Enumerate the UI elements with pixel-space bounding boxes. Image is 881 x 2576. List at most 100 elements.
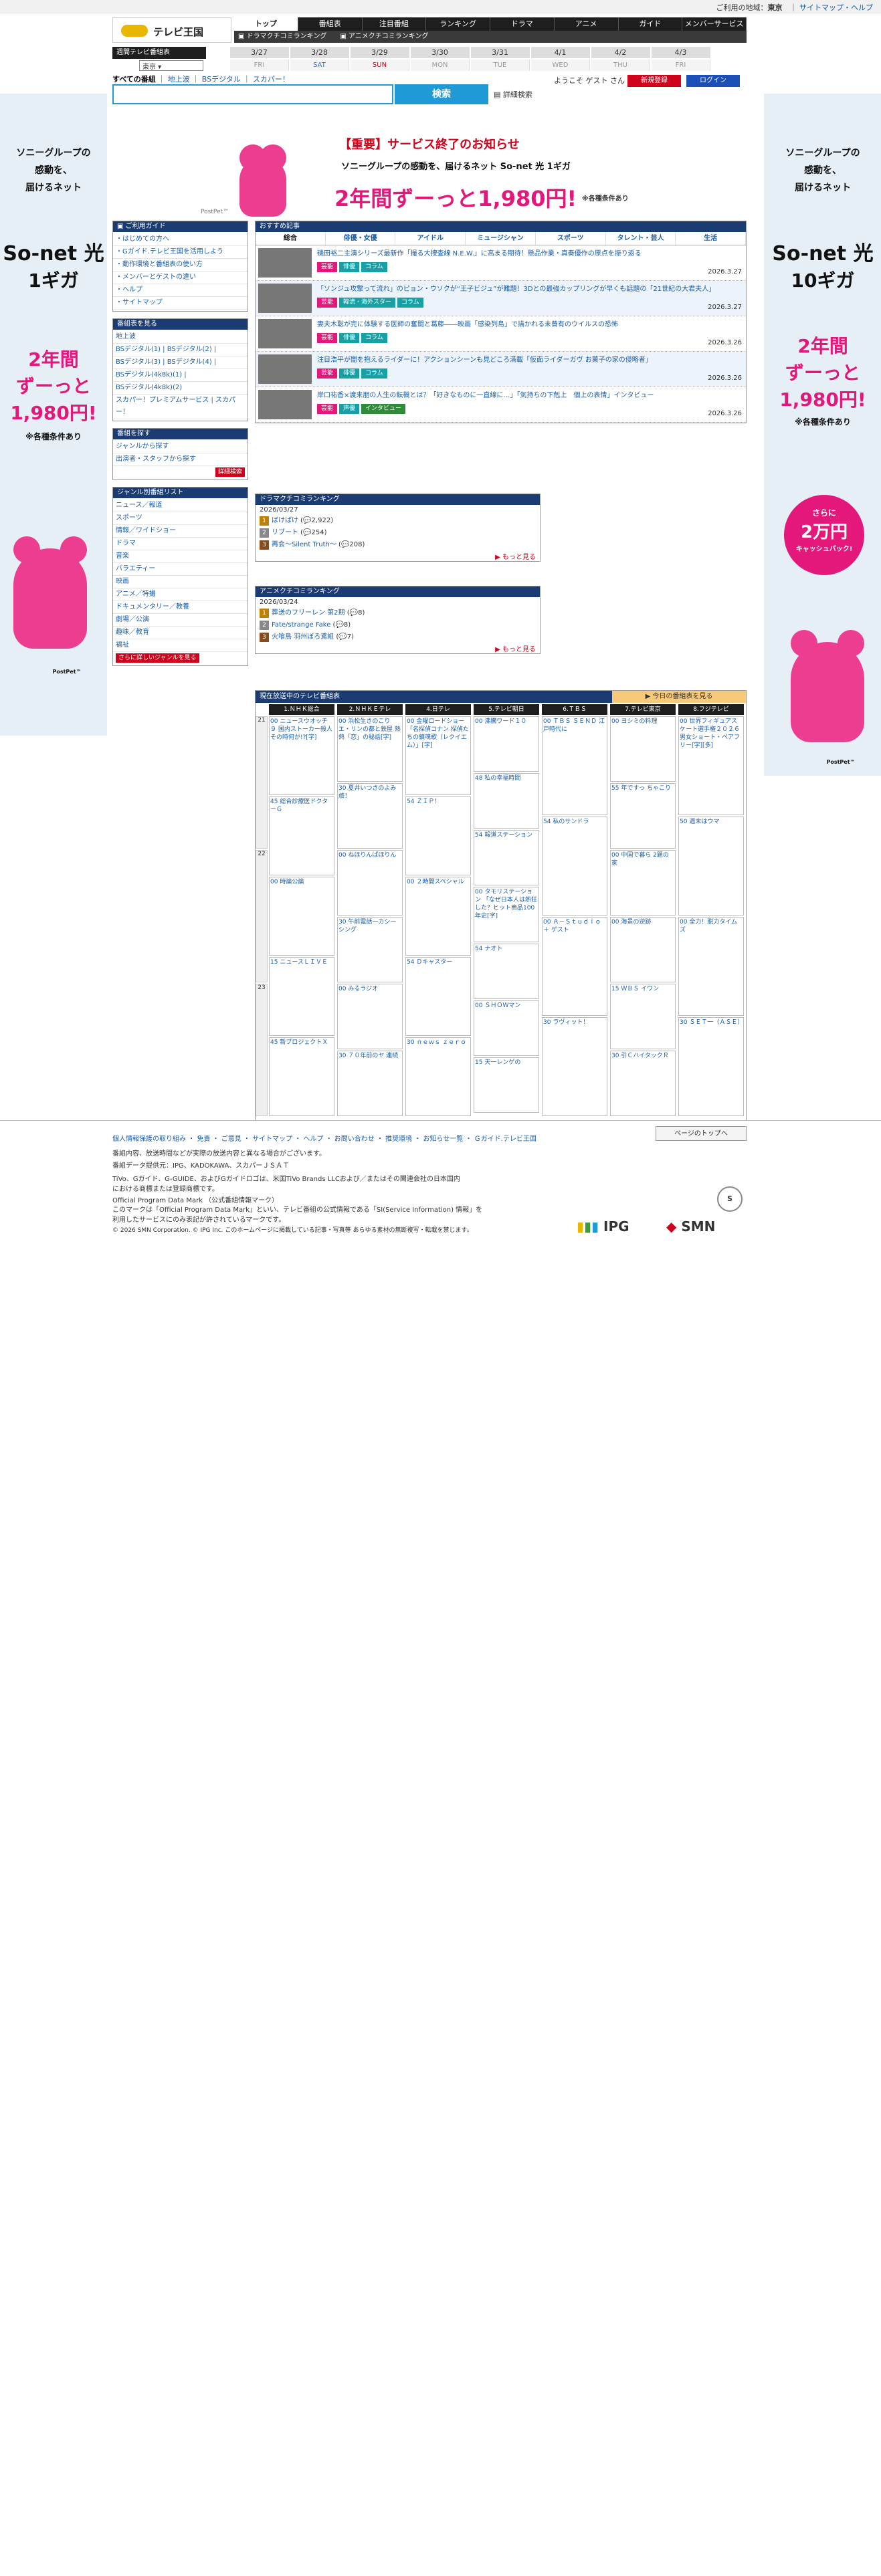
program-cell[interactable]: 30 ７０年前のヤ 連続 xyxy=(337,1051,403,1116)
nav-ranking[interactable]: ランキング xyxy=(426,17,490,31)
program-cell[interactable]: 15 ＷＢＳ イワン xyxy=(610,984,676,1049)
date-tab[interactable]: 4/2 xyxy=(591,47,650,58)
date-tab[interactable]: 3/27 xyxy=(230,47,289,58)
channel-link[interactable]: スカパー！プレミアムサービス | スカパー！ xyxy=(113,395,248,419)
nav-top[interactable]: トップ xyxy=(234,17,298,31)
article-thumbnail[interactable] xyxy=(258,284,312,313)
channel-header[interactable]: 2.ＮＨＫＥテレ xyxy=(337,704,403,715)
register-button[interactable]: 新規登録 xyxy=(627,75,681,87)
footer-links[interactable]: 個人情報保護の取り組み ・ 免責 ・ ご意見 ・ サイトマップ ・ ヘルプ ・ … xyxy=(112,1136,536,1143)
detail-search-button[interactable]: 詳細検索 xyxy=(215,467,245,477)
drama-more-link[interactable]: ▶ もっと見る xyxy=(495,554,536,561)
article-item[interactable]: 注目浩平が闇を抱えるライダーに！アクションシーンも見どころ満載「仮面ライダーガヴ… xyxy=(256,352,746,387)
article-tag[interactable]: 芸能 xyxy=(317,404,338,414)
genre-item[interactable]: スポーツ xyxy=(113,512,248,525)
program-cell[interactable]: 15 ニュースＬＩＶＥ xyxy=(269,957,334,1036)
cat-bs[interactable]: BSデジタル xyxy=(201,75,241,84)
anime-more-link[interactable]: ▶ もっと見る xyxy=(495,646,536,653)
genre-item[interactable]: ドラマ xyxy=(113,538,248,550)
article-tag[interactable]: コラム xyxy=(397,298,423,308)
channel-link[interactable]: 地上波 xyxy=(113,331,248,344)
program-cell[interactable]: 30 ＳＥＴ一（ＡＳＥ） xyxy=(678,1017,744,1116)
guide-item[interactable]: ・メンバーとゲストの違い xyxy=(113,272,248,284)
article-tag[interactable]: コラム xyxy=(361,262,387,272)
date-tab[interactable]: 3/29 xyxy=(351,47,409,58)
article-tag[interactable]: 俳優 xyxy=(339,368,360,379)
channel-header[interactable]: 6.ＴＢＳ xyxy=(542,704,607,715)
nav-drama[interactable]: ドラマ xyxy=(490,17,555,31)
nav-featured[interactable]: 注目番組 xyxy=(363,17,427,31)
program-cell[interactable]: 00 ＳＨＯＷマン xyxy=(474,1000,539,1056)
sitemap-help-link[interactable]: サイトマップ・ヘルプ xyxy=(799,3,873,12)
genre-item[interactable]: ニュース／報道 xyxy=(113,500,248,512)
program-cell[interactable]: 00 ヨシミの料理 xyxy=(610,716,676,782)
article-item[interactable]: 「ソンジュ攻撃って流れ」のピョン・ウソクが“王子ビジュ”が難題！3Dとの最強カッ… xyxy=(256,281,746,316)
channel-link[interactable]: BSデジタル(4k8k)(2) xyxy=(113,382,248,395)
guide-item[interactable]: ・サイトマップ xyxy=(113,297,248,310)
program-cell[interactable]: 48 私の幸福時間 xyxy=(474,773,539,829)
left-ad[interactable]: ソニーグループの 感動を、 届けるネット So-net 光 1ギガ 2年間 ずー… xyxy=(0,94,107,736)
guide-item[interactable]: ・ヘルプ xyxy=(113,284,248,297)
article-tag[interactable]: 芸能 xyxy=(317,368,338,379)
channel-header[interactable]: 7.テレビ東京 xyxy=(610,704,676,715)
nav-member[interactable]: メンバーサービス xyxy=(682,17,747,31)
article-item[interactable]: 妻夫木聡が完に体験する医師の奮闘と葛藤――映画「感染列島」で描かれる未曾有のウイ… xyxy=(256,316,746,352)
article-tag[interactable]: インタビュー xyxy=(361,404,406,414)
program-cell[interactable]: 30 午前電話一カシーシング xyxy=(337,917,403,982)
service-end-notice[interactable]: 【重要】サービス終了のお知らせ xyxy=(339,138,520,152)
program-cell[interactable]: 55 年ですっ ちゃこり xyxy=(610,783,676,849)
channel-header[interactable]: 4.日テレ xyxy=(405,704,471,715)
article-tag[interactable]: コラム xyxy=(361,368,387,379)
login-button[interactable]: ログイン xyxy=(686,75,740,87)
channel-header[interactable]: 8.フジテレビ xyxy=(678,704,744,715)
program-cell[interactable]: 00 沸騰ワード１０ xyxy=(474,716,539,772)
tab-sports[interactable]: スポーツ xyxy=(536,232,606,245)
article-tag[interactable]: 俳優 xyxy=(339,333,360,343)
genre-item[interactable]: ドキュメンタリー／教養 xyxy=(113,601,248,614)
cat-all[interactable]: すべての番組 xyxy=(112,75,156,84)
article-tag[interactable]: コラム xyxy=(361,333,387,343)
program-cell[interactable]: 50 週末はウマ xyxy=(678,817,744,916)
more-genres-button[interactable]: さらに詳しいジャンルを見る xyxy=(116,653,199,663)
channel-header[interactable]: 5.テレビ朝日 xyxy=(474,704,539,715)
article-thumbnail[interactable] xyxy=(258,319,312,348)
article-item[interactable]: 磯田裕二主演シリーズ最新作「撮る大捜査線 N.E.W.」に高まる期待！懸品作業・… xyxy=(256,245,746,281)
nav-guide[interactable]: ガイド xyxy=(619,17,683,31)
program-cell[interactable]: 00 みるラジオ xyxy=(337,984,403,1049)
nav-anime[interactable]: アニメ xyxy=(555,17,619,31)
program-cell[interactable]: 30 ラヴィット！ xyxy=(542,1017,607,1116)
article-thumbnail[interactable] xyxy=(258,354,312,384)
subnav-anime-ranking[interactable]: ▣ アニメクチコミランキング xyxy=(340,33,429,40)
program-cell[interactable]: 30 夏井いつきのよみ旅！ xyxy=(337,783,403,849)
program-cell[interactable]: 00 Ａ－Ｓｔｕｄｉｏ＋ ゲスト xyxy=(542,917,607,1016)
genre-item[interactable]: 福祉 xyxy=(113,639,248,652)
program-cell[interactable]: 00 海景の逆跡 xyxy=(610,917,676,982)
search-input[interactable] xyxy=(112,84,393,104)
article-tag[interactable]: 俳優 xyxy=(339,262,360,272)
program-cell[interactable]: 00 全力！脱力タイムズ xyxy=(678,917,744,1016)
program-cell[interactable]: 15 天一レンゲの xyxy=(474,1057,539,1113)
back-to-top-button[interactable]: ページのトップへ xyxy=(656,1126,747,1141)
article-thumbnail[interactable] xyxy=(258,248,312,278)
search-button[interactable]: 検索 xyxy=(395,84,488,104)
guide-item[interactable]: ・動作環境と番組表の使い方 xyxy=(113,259,248,272)
search-by-cast[interactable]: 出演者・スタッフから探す xyxy=(113,453,248,466)
genre-item[interactable]: 趣味／教育 xyxy=(113,627,248,639)
article-title[interactable]: 妻夫木聡が完に体験する医師の奮闘と葛藤――映画「感染列島」で描かれる未曾有のウイ… xyxy=(317,321,618,328)
genre-item[interactable]: 情報／ワイドショー xyxy=(113,525,248,538)
program-cell[interactable]: 54 ＺＩＰ！ xyxy=(405,796,471,875)
program-cell[interactable]: 00 世界フィギュアスケート選手権２０２６ 男女ショート・ペアフリー[字][多] xyxy=(678,716,744,815)
article-title[interactable]: 岸口祐香×渡来朋の人生の転機とは？「好きなものに一直線に…」「気持ちの下剋上 個… xyxy=(317,392,654,399)
cat-skyperfec[interactable]: スカパー！ xyxy=(252,75,290,84)
advanced-search-link[interactable]: ▤ 詳細検索 xyxy=(494,90,532,99)
channel-link[interactable]: BSデジタル(4k8k)(1) | xyxy=(113,369,248,382)
program-cell[interactable]: 00 金曜ロードショー「名探偵コナン 探偵たちの鎮魂歌（レクイエム）」[字] xyxy=(405,716,471,795)
program-cell[interactable]: 30 ｎｅｗｓ ｚｅｒｏ xyxy=(405,1037,471,1116)
genre-item[interactable]: アニメ／特撮 xyxy=(113,588,248,601)
date-tab[interactable]: 3/31 xyxy=(471,47,530,58)
date-tab[interactable]: 4/1 xyxy=(531,47,590,58)
region-select[interactable]: 東京 ▾ xyxy=(139,60,203,71)
